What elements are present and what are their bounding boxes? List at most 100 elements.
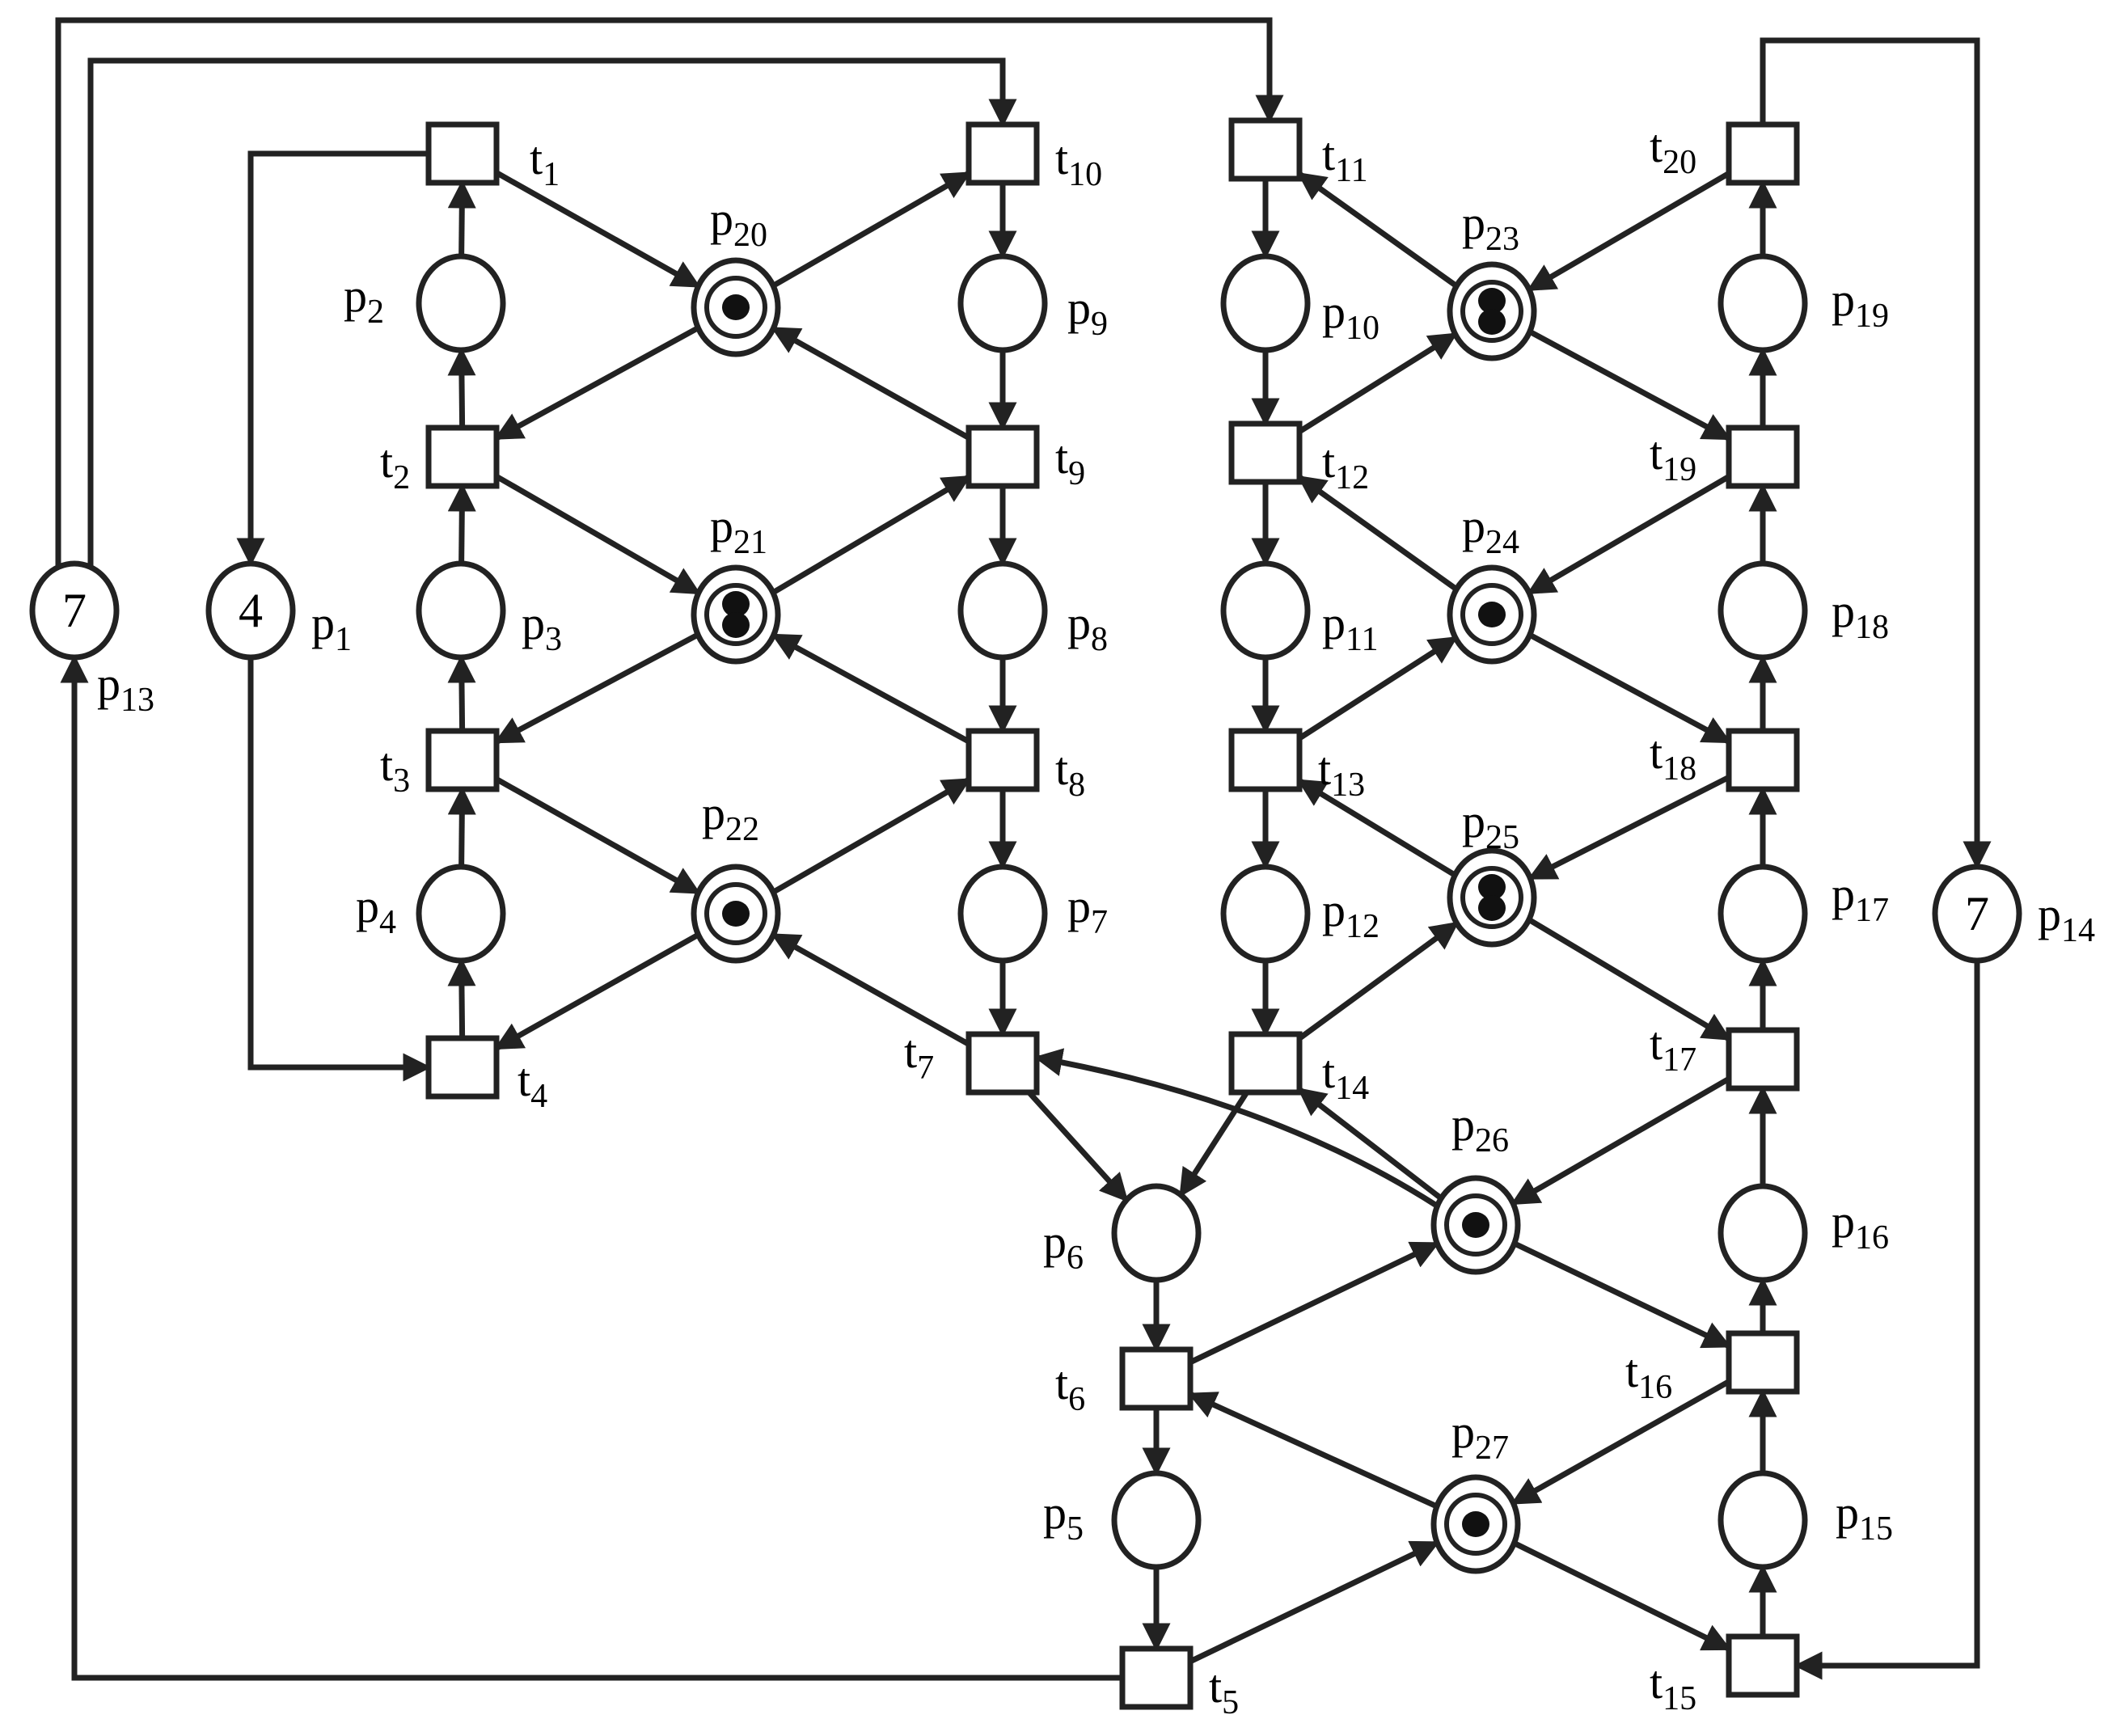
token-dot [1462, 1212, 1489, 1238]
t1-label: t1 [530, 132, 560, 193]
place-p22[interactable] [691, 864, 781, 964]
place-p20[interactable] [691, 257, 781, 357]
p17-label: p17 [1832, 868, 1889, 929]
place-p11[interactable] [1220, 560, 1311, 661]
arc-t19-to-p24 [1527, 474, 1730, 596]
arc-p22-to-t8 [771, 777, 972, 895]
transition-t19[interactable] [1726, 424, 1800, 489]
nodes-layer: 477 [29, 117, 2022, 1710]
p11-label: p11 [1322, 597, 1378, 658]
p19-label: p19 [1832, 273, 1889, 335]
p24-label: p24 [1462, 500, 1519, 561]
arc-t17-to-p26 [1510, 1076, 1730, 1206]
transition-t10[interactable] [965, 121, 1040, 186]
transition-t1[interactable] [425, 121, 500, 186]
transition-t14[interactable] [1228, 1031, 1303, 1096]
transition-t9[interactable] [965, 424, 1040, 489]
place-p25[interactable] [1447, 847, 1537, 948]
place-p14[interactable]: 7 [1932, 864, 2022, 964]
token-dot [1478, 874, 1506, 900]
arc-p27-to-t15 [1513, 1540, 1732, 1652]
p9-label: p9 [1067, 281, 1108, 343]
place-p21[interactable] [691, 564, 781, 665]
place-p24[interactable] [1447, 564, 1537, 665]
transition-t2[interactable] [425, 424, 500, 489]
arc-t9-to-p20 [771, 325, 970, 441]
t9-label: t9 [1055, 431, 1085, 492]
transition-t7[interactable] [965, 1031, 1040, 1096]
place-p16[interactable] [1718, 1183, 1808, 1283]
place-p17[interactable] [1718, 864, 1808, 964]
transition-t17[interactable] [1726, 1027, 1800, 1092]
place-p10[interactable] [1220, 253, 1311, 353]
t11-label: t11 [1322, 128, 1368, 189]
place-p15[interactable] [1718, 1470, 1808, 1570]
transition-t13[interactable] [1228, 728, 1303, 792]
place-inner-ring [704, 882, 767, 945]
p20-label: p20 [710, 192, 767, 254]
t2-label: t2 [380, 435, 410, 496]
arc-p14-to-t15 [1794, 961, 1980, 1680]
arc-t16-to-p27 [1510, 1379, 1730, 1506]
transition-t20[interactable] [1726, 121, 1800, 186]
t12-label: t12 [1322, 435, 1369, 496]
arc-t20-to-p14 [1760, 37, 1992, 870]
place-p3[interactable] [416, 560, 506, 661]
arc-t2-to-p2 [447, 347, 476, 429]
place-p18[interactable] [1718, 560, 1808, 661]
place-p27[interactable] [1430, 1474, 1521, 1574]
place-p8[interactable] [957, 560, 1048, 661]
token-dot [1478, 288, 1506, 314]
arc-p24-to-t12 [1297, 475, 1459, 592]
place-inner-ring [1460, 280, 1523, 343]
p7-label: p7 [1067, 880, 1108, 941]
transition-t6[interactable] [1119, 1346, 1194, 1411]
transition-t4[interactable] [425, 1035, 500, 1100]
arc-p20-to-t2 [493, 325, 699, 441]
transition-t18[interactable] [1726, 728, 1800, 792]
arc-p26-to-t16 [1513, 1240, 1732, 1350]
place-p13[interactable]: 7 [29, 560, 120, 661]
arc-t1-to-p1 [236, 150, 429, 567]
arc-t5-to-p27 [1189, 1540, 1440, 1664]
place-p19[interactable] [1718, 253, 1808, 353]
token-dot [722, 591, 750, 617]
transition-t3[interactable] [425, 728, 500, 792]
p25-label: p25 [1462, 795, 1519, 856]
arc-t3-to-p22 [495, 776, 701, 895]
place-p4[interactable] [416, 864, 506, 964]
transition-t11[interactable] [1228, 117, 1303, 182]
place-inner-ring [1460, 866, 1523, 929]
place-p12[interactable] [1220, 864, 1311, 964]
place-p2[interactable] [416, 253, 506, 353]
t13-label: t13 [1318, 742, 1365, 804]
arc-p2-to-t1 [447, 180, 476, 257]
token-dot [1478, 602, 1506, 627]
transition-t15[interactable] [1726, 1633, 1800, 1698]
token-count: 7 [1965, 887, 1989, 940]
place-p7[interactable] [957, 864, 1048, 964]
t8-label: t8 [1055, 742, 1085, 804]
arc-p25-to-t17 [1527, 917, 1732, 1041]
arc-t4-to-p4 [447, 957, 476, 1039]
place-p26[interactable] [1430, 1175, 1521, 1275]
transition-t12[interactable] [1228, 420, 1303, 485]
place-p23[interactable] [1447, 261, 1537, 361]
place-p6[interactable] [1111, 1183, 1202, 1283]
arc-p4-to-t3 [447, 786, 476, 868]
p10-label: p10 [1322, 285, 1379, 347]
arc-p26-to-t7 [1033, 1048, 1437, 1207]
transition-t16[interactable] [1726, 1330, 1800, 1395]
arc-p21-to-t9 [771, 474, 972, 595]
p23-label: p23 [1462, 196, 1519, 258]
p15-label: p15 [1836, 1486, 1893, 1548]
arc-t1-to-p20 [495, 170, 701, 289]
arc-t12-to-p23 [1298, 332, 1458, 434]
transition-t8[interactable] [965, 728, 1040, 792]
place-p1[interactable]: 4 [205, 560, 296, 661]
place-p5[interactable] [1111, 1470, 1202, 1570]
transition-t5[interactable] [1119, 1645, 1194, 1710]
place-p9[interactable] [957, 253, 1048, 353]
p13-label: p13 [97, 657, 154, 719]
arc-t3-to-p3 [447, 654, 476, 732]
